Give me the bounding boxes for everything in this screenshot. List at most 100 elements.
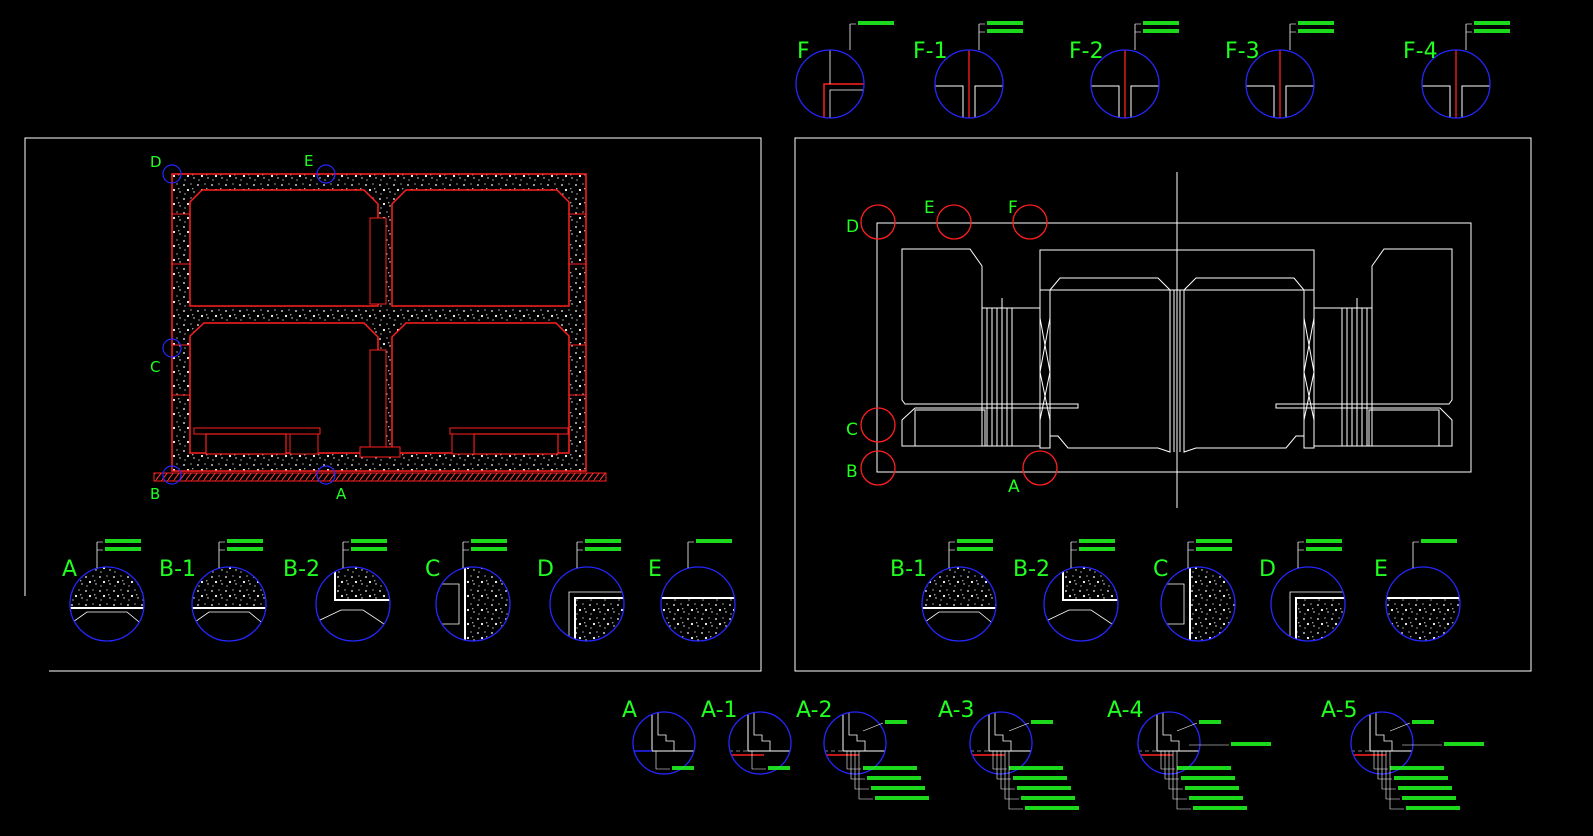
callout-d-marker[interactable] [162, 164, 182, 184]
marker-label-c: C [150, 358, 160, 376]
annotation-note [1474, 29, 1510, 33]
plan-callout-c[interactable] [860, 407, 896, 443]
annotation-note [1189, 796, 1243, 800]
annotation-note [227, 547, 263, 551]
detail-circle [69, 566, 145, 642]
annotation-note [1421, 539, 1457, 543]
outline-line [568, 591, 624, 641]
callout-e-marker[interactable] [316, 164, 336, 184]
leader-line [996, 751, 1011, 780]
plan-callout-e[interactable] [936, 204, 972, 240]
plan-callout-b[interactable] [860, 450, 896, 486]
cavity [1063, 600, 1118, 641]
plan-callout-d[interactable] [860, 204, 896, 240]
callout-a-marker[interactable] [316, 465, 336, 485]
leader-line [1389, 722, 1411, 732]
leader-line [1008, 722, 1030, 732]
detail-label: A-1 [701, 698, 738, 723]
annotation-note [1306, 539, 1342, 543]
detail-callout[interactable]: A-3 [938, 698, 1079, 810]
detail-callout[interactable]: A-4 [1107, 698, 1271, 810]
annotation-note [863, 766, 917, 770]
detail-callout[interactable]: A [62, 539, 145, 642]
detail-callout[interactable]: B-1 [890, 539, 997, 642]
detail-callout[interactable]: A [622, 698, 696, 775]
detail-callout[interactable]: D [1259, 539, 1346, 642]
detail-circle [1245, 49, 1315, 119]
marker-label-e: E [304, 152, 313, 170]
membrane-line [1062, 567, 1118, 601]
detail-label: F [797, 39, 810, 64]
annotation-note [1021, 796, 1075, 800]
detail-label: D [1259, 557, 1276, 582]
step-line [842, 712, 886, 752]
detail-content [1386, 597, 1460, 641]
detail-callout[interactable]: E [1374, 539, 1461, 642]
joint-line [974, 85, 1003, 118]
step-line [1156, 712, 1200, 752]
annotation-note [957, 539, 993, 543]
leader-line [992, 751, 1007, 770]
annotation-note [1390, 766, 1444, 770]
cavity [335, 600, 390, 641]
detail-content [1351, 712, 1413, 756]
leader-line [1164, 751, 1179, 780]
detail-callout[interactable]: F-3 [1225, 21, 1334, 119]
detail-callout[interactable]: F-1 [913, 21, 1023, 119]
detail-circle [921, 566, 997, 642]
annotation-note [1017, 786, 1071, 790]
plan-callout-a[interactable] [1022, 450, 1058, 486]
annotation-note [1196, 547, 1232, 551]
detail-callout[interactable]: E [648, 539, 736, 642]
detail-callout[interactable]: F-4 [1403, 21, 1510, 119]
detail-circle [549, 566, 625, 642]
detail-label: A-4 [1107, 698, 1144, 723]
step-line [988, 712, 1032, 752]
joint-line [1246, 85, 1275, 118]
detail-content [1091, 50, 1159, 118]
annotation-note [471, 547, 507, 551]
detail-label: B-2 [1013, 557, 1050, 582]
membrane-line [334, 567, 390, 601]
detail-row-top: F F-1 F-2 F-3 F-4 [795, 21, 1510, 119]
annotation-note [987, 21, 1023, 25]
annotation-note [1013, 776, 1067, 780]
detail-callout[interactable]: A-5 [1321, 698, 1484, 810]
detail-circle [1160, 566, 1236, 642]
detail-callout[interactable]: D [537, 539, 625, 642]
concrete-fill [1386, 598, 1460, 641]
annotation-note [987, 29, 1023, 33]
callout-b-marker[interactable] [162, 465, 182, 485]
detail-content [970, 712, 1032, 756]
plan-callout-f[interactable] [1012, 204, 1048, 240]
step-line [651, 712, 695, 752]
marker-label-b: B [150, 485, 160, 503]
callout-c-marker[interactable] [162, 338, 182, 358]
annotation-note [1181, 776, 1235, 780]
annotation-note [696, 539, 732, 543]
footing-line [192, 611, 266, 627]
detail-callout[interactable]: F [795, 21, 894, 119]
step-line [848, 712, 866, 751]
detail-callout[interactable]: B-2 [1013, 539, 1119, 642]
leader-line [1389, 751, 1404, 810]
detail-callout[interactable]: B-1 [159, 539, 267, 642]
detail-callout[interactable]: C [425, 539, 511, 642]
joint-line [1130, 85, 1159, 118]
concrete-fill [1190, 567, 1235, 641]
detail-label: C [425, 557, 440, 582]
joint-line [1091, 85, 1120, 118]
detail-callout[interactable]: A-2 [796, 698, 929, 800]
annotation-note [1196, 539, 1232, 543]
concrete-fill [1296, 598, 1345, 641]
detail-callout[interactable]: C [1153, 539, 1236, 642]
leader-line [854, 751, 869, 790]
detail-callout[interactable]: B-2 [283, 539, 391, 642]
detail-callout[interactable]: A-1 [701, 698, 792, 775]
detail-content [192, 567, 266, 627]
detail-label: A [622, 698, 637, 723]
plan-label-e: E [924, 198, 935, 218]
leader-line [751, 751, 766, 770]
detail-callout[interactable]: F-2 [1069, 21, 1179, 119]
